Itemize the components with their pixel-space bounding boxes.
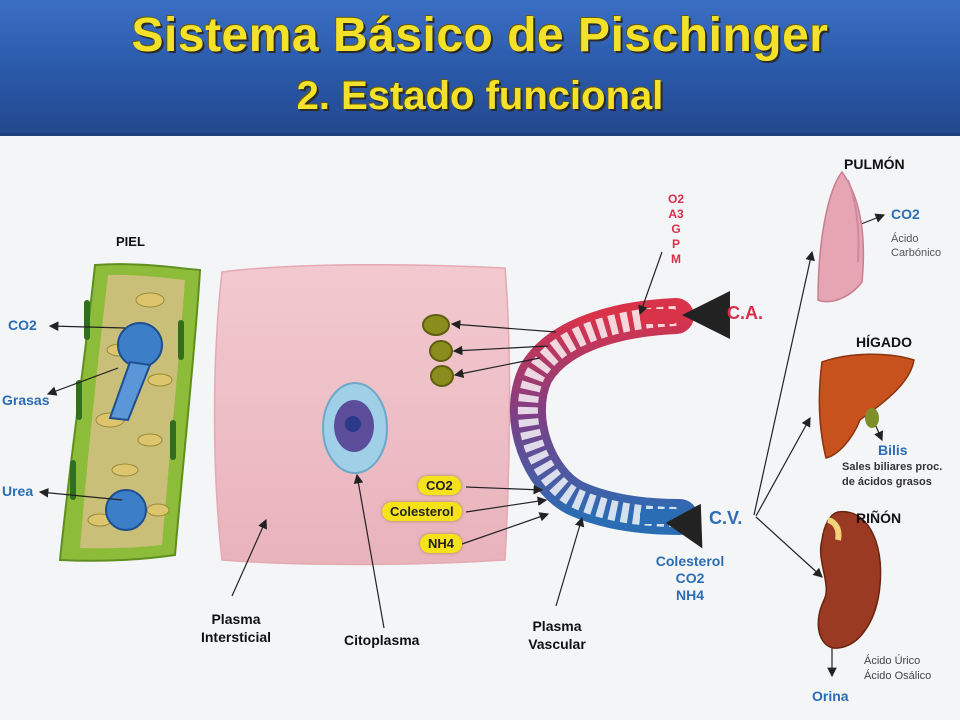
kidney-illustration — [817, 511, 882, 649]
interstitial-line-1: Plasma — [211, 611, 261, 627]
skin-fats-label: Grasas — [2, 392, 50, 408]
liver-desc-1: Sales biliares proc. — [842, 461, 943, 473]
lung-output: CO2 — [891, 206, 920, 222]
skin-co2-label: CO2 — [8, 317, 37, 333]
lung-description: Ácido Carbónico — [891, 232, 941, 260]
vascular-plasma-label: Plasma Vascular — [512, 617, 602, 653]
venous-output-co2: CO2 — [675, 570, 705, 586]
cytoplasm-label: Citoplasma — [344, 632, 420, 648]
liver-illustration — [818, 353, 915, 459]
component-o2: O2 — [667, 192, 684, 206]
venous-output-cholesterol: Colesterol — [655, 553, 725, 569]
component-g: G — [671, 222, 681, 236]
kidney-desc-1: Ácido Úrico — [864, 655, 921, 667]
lung-desc-1: Ácido — [891, 233, 919, 245]
co2-pill: CO2 — [418, 476, 461, 495]
lung-desc-2: Carbónico — [891, 247, 942, 259]
arterial-components: O2 A3 G P M — [666, 192, 686, 267]
vesicle-icons — [422, 314, 454, 387]
kidney-output: Orina — [812, 688, 849, 704]
skin-title: PIEL — [116, 234, 145, 249]
vascular-line-1: Plasma — [532, 618, 582, 634]
vascular-line-2: Vascular — [528, 636, 586, 652]
venous-output-nh4: NH4 — [675, 587, 704, 603]
cell-illustration — [322, 382, 388, 474]
liver-title: HÍGADO — [856, 334, 912, 350]
cholesterol-pill: Colesterol — [382, 502, 462, 521]
connector-arrows — [38, 213, 886, 678]
liver-desc-2: de ácidos grasos — [842, 476, 932, 488]
nh4-pill: NH4 — [420, 534, 463, 553]
skin-urea-label: Urea — [2, 483, 34, 499]
liver-description: Sales biliares proc. de ácidos grasos — [842, 460, 942, 490]
lung-title: PULMÓN — [844, 156, 905, 172]
lung-illustration — [817, 170, 865, 303]
slide-subtitle: 2. Estado funcional — [296, 74, 664, 118]
title-banner: Sistema Básico de Pischinger 2. Estado f… — [0, 0, 960, 136]
kidney-desc-2: Ácido Osálico — [864, 670, 932, 682]
liver-output: Bilis — [878, 442, 908, 458]
capillary-network — [509, 298, 698, 535]
component-m: M — [671, 252, 681, 266]
venous-outputs: Colesterol CO2 NH4 — [642, 553, 738, 604]
component-p: P — [671, 237, 680, 251]
interstitial-line-2: Intersticial — [200, 629, 272, 645]
interstitial-plasma-label: Plasma Intersticial — [186, 610, 286, 646]
arterial-capillary-label: C.A. — [727, 303, 763, 323]
slide-title: Sistema Básico de Pischinger — [131, 9, 829, 62]
kidney-description: Ácido Úrico Ácido Osálico — [864, 654, 931, 684]
venous-capillary-label: C.V. — [709, 508, 743, 528]
venous-outflow-arrow — [665, 503, 703, 549]
kidney-title: RIÑÓN — [856, 510, 902, 526]
skin-illustration — [58, 263, 202, 562]
component-a3: A3 — [668, 207, 684, 221]
